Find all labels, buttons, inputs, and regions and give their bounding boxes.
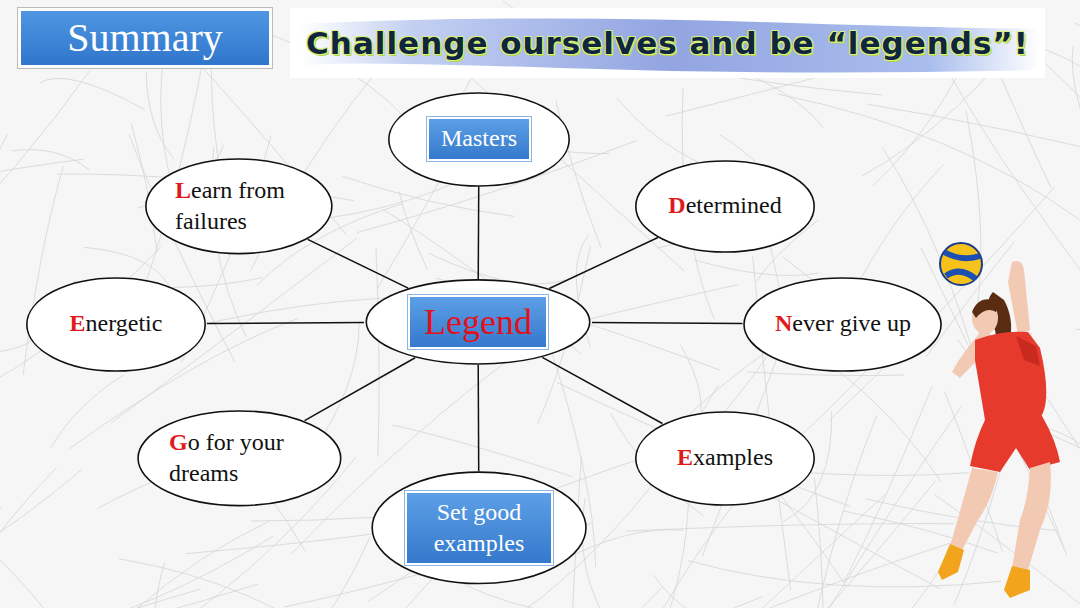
connector-line <box>542 357 662 423</box>
scribble-stroke <box>392 425 572 477</box>
connector-line <box>549 237 658 288</box>
idea-ellipse: Masters <box>387 92 571 187</box>
ellipse-shape <box>27 277 205 370</box>
title-band: Challenge ourselves and be “legends”! <box>290 8 1045 78</box>
scribble-stroke <box>867 104 1080 159</box>
scribble-stroke <box>694 260 818 275</box>
idea-ellipse: Never give up <box>742 277 943 372</box>
scribble-stroke <box>51 375 124 448</box>
idea-ellipse: Energetic <box>25 277 207 372</box>
scribble-stroke <box>653 575 748 608</box>
heading-box: Summary <box>18 8 272 68</box>
connector-stroke <box>477 365 479 471</box>
brush-stroke <box>300 18 1040 72</box>
node-text: Set good examples <box>405 491 553 565</box>
ellipse-shape <box>372 472 586 583</box>
node-text: Legend <box>408 295 548 350</box>
ellipse-shape <box>138 411 341 506</box>
scribble-stroke <box>1076 329 1080 409</box>
scribble-stroke <box>643 494 886 608</box>
scribble-stroke <box>777 94 1079 219</box>
idea-ellipse: Determined <box>634 160 816 253</box>
scribble-stroke <box>0 584 258 608</box>
scribble-stroke <box>0 508 2 545</box>
scribble-stroke <box>0 134 8 366</box>
idea-ellipse: Learn from failures <box>144 158 334 255</box>
connector-line <box>478 365 480 471</box>
scribble-stroke <box>799 407 961 608</box>
idea-ellipse: Legend <box>364 279 592 365</box>
scribble-stroke <box>429 253 566 284</box>
scribble-stroke <box>38 536 273 608</box>
slide-title: Challenge ourselves and be “legends”! <box>306 25 1029 61</box>
node-text: Masters <box>427 117 531 160</box>
scribble-stroke <box>134 521 270 608</box>
scribble-stroke <box>0 159 83 216</box>
scribble-stroke <box>0 589 201 608</box>
ellipse-shape <box>636 411 814 504</box>
scribble-stroke <box>582 498 612 608</box>
scribble-stroke <box>747 372 904 376</box>
scribble-stroke <box>0 470 81 608</box>
node-text: Determined <box>668 190 781 221</box>
connector-line <box>478 186 480 279</box>
connector-stroke <box>592 322 742 324</box>
scribble-stroke <box>40 78 145 109</box>
connector-stroke <box>308 239 409 288</box>
ellipse-shape <box>744 277 941 370</box>
idea-ellipse: Examples <box>634 411 816 506</box>
scribble-stroke <box>146 71 173 159</box>
scribble-stroke <box>1072 46 1080 202</box>
scribble-stroke <box>617 98 705 166</box>
idea-ellipse: Set good examples <box>370 471 588 585</box>
scribble-stroke <box>205 537 371 608</box>
node-text: Learn from failures <box>175 175 303 237</box>
title-ground <box>290 8 1045 78</box>
volleyball <box>940 243 982 285</box>
player-figure <box>938 261 1060 598</box>
scribble-stroke <box>119 559 356 608</box>
scribble-stroke <box>536 596 763 608</box>
ellipse-shape <box>146 159 332 254</box>
connector-stroke <box>477 186 479 279</box>
connector-line <box>592 322 742 324</box>
idea-ellipse: Go for your dreams <box>136 410 343 507</box>
section-label: Summary <box>67 12 223 64</box>
ellipse-shape <box>366 280 589 364</box>
connector-stroke <box>549 237 658 288</box>
connector-stroke <box>542 357 662 423</box>
connector-stroke <box>207 322 364 324</box>
node-text: Go for your dreams <box>169 427 309 489</box>
node-text: Examples <box>677 442 773 473</box>
connector-line <box>305 358 416 421</box>
ellipse-outline <box>136 410 343 507</box>
ellipse-shape <box>636 160 814 251</box>
scribble-stroke <box>399 192 427 270</box>
connector-line <box>207 322 364 324</box>
scribble-stroke <box>0 560 83 608</box>
scribble-stroke <box>0 66 93 262</box>
connector-line <box>308 239 409 288</box>
node-text: Energetic <box>70 308 163 339</box>
ellipse-outline <box>144 158 334 255</box>
connector-stroke <box>305 358 416 421</box>
node-text: Never give up <box>775 308 911 339</box>
scribble-stroke <box>557 382 851 506</box>
scribble-stroke <box>414 587 662 608</box>
ellipse-shape <box>389 92 569 185</box>
scribble-stroke <box>935 495 1080 608</box>
scribble-stroke <box>0 468 57 608</box>
scribble-stroke <box>376 248 379 457</box>
scribble-stroke <box>797 360 877 440</box>
